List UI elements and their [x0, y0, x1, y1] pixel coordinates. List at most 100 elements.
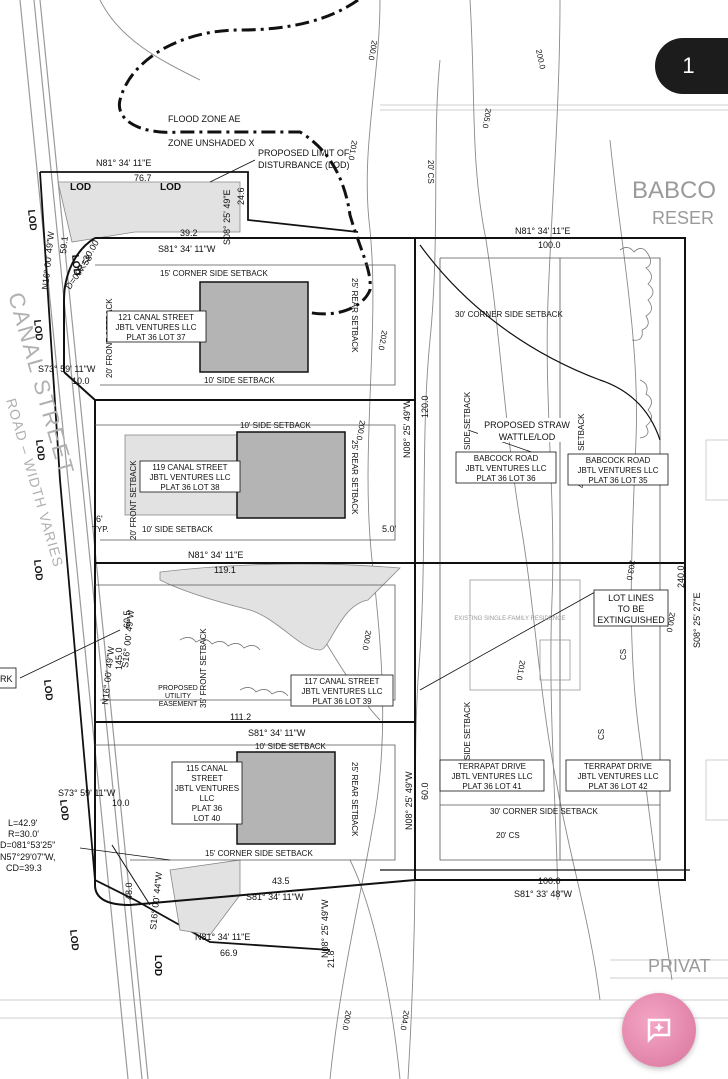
- setback-labels: 15' CORNER SIDE SETBACK 10' SIDE SETBACK…: [105, 269, 598, 858]
- svg-text:JBTL VENTURES LLC: JBTL VENTURES LLC: [451, 772, 532, 781]
- svg-text:JBTL VENTURES LLC: JBTL VENTURES LLC: [465, 464, 546, 473]
- babcock-reserve-label: BABCO: [632, 177, 716, 204]
- existing-dwelling: [469, 579, 581, 691]
- setback-label: 30' CORNER SIDE SETBACK: [490, 807, 598, 816]
- svg-text:PLAT 36 LOT 41: PLAT 36 LOT 41: [462, 782, 522, 791]
- contour-label: CS: [619, 649, 628, 660]
- contour-label: 202.0: [376, 330, 388, 352]
- private-label: PRIVAT: [648, 956, 710, 976]
- contour-label: 20' CS: [426, 160, 435, 184]
- lot-40-corner-curve: [111, 844, 151, 906]
- building-lot-37: [199, 281, 309, 373]
- svg-text:BABCOCK ROAD: BABCOCK ROAD: [474, 454, 539, 463]
- distance: 10.0: [112, 798, 130, 808]
- distance: 145.0: [114, 647, 124, 670]
- svg-text:PLAT 36: PLAT 36: [192, 804, 223, 813]
- svg-text:PLAT 36 LOT 37: PLAT 36 LOT 37: [126, 333, 186, 342]
- limit-of-disturbance-line: [39, 171, 359, 951]
- svg-text:CD=39.3: CD=39.3: [6, 863, 42, 873]
- setback-label: 40' REAR SETBACK: [577, 413, 586, 488]
- distance: 39.2: [180, 228, 198, 238]
- distance: 100.0: [538, 240, 561, 250]
- svg-text:119 CANAL STREET: 119 CANAL STREET: [152, 463, 227, 472]
- floating-action-button[interactable]: [622, 993, 696, 1067]
- svg-text:STREET: STREET: [191, 774, 223, 783]
- lot-info-boxes: 121 CANAL STREET JBTL VENTURES LLC PLAT …: [106, 310, 671, 825]
- bearing: S81° 33' 48"W: [514, 889, 573, 899]
- contour-label: 20' CS: [496, 831, 520, 840]
- building-lot-40: [236, 751, 336, 845]
- distance: TYP.: [92, 525, 109, 534]
- svg-text:UTILITY: UTILITY: [165, 693, 191, 700]
- setback-lines: [95, 257, 661, 861]
- contour-label: 200.0: [340, 1010, 352, 1032]
- distance: 10.0: [72, 376, 90, 386]
- sewer-lines: [380, 244, 690, 871]
- setback-label: SIDE SETBACK: [463, 391, 472, 450]
- svg-text:PLAT 36 LOT 35: PLAT 36 LOT 35: [588, 476, 648, 485]
- setback-label: 15' CORNER SIDE SETBACK: [205, 849, 313, 858]
- distance: 111.2: [230, 712, 251, 722]
- contour-label: 200.0: [360, 630, 372, 652]
- svg-text:JBTL VENTURES LLC: JBTL VENTURES LLC: [301, 687, 382, 696]
- svg-text:TO BE: TO BE: [618, 604, 645, 614]
- bearing: N08° 25' 49"W: [320, 899, 330, 958]
- curve-data: L=42.9' R=30.0' D=081°53'25" N57°29'07"W…: [0, 818, 56, 873]
- lod-label: LOD: [31, 559, 44, 581]
- setback-label: 25' REAR SETBACK: [350, 440, 359, 515]
- lot-42-label: TERRAPAT DRIVE JBTL VENTURES LLC PLAT 36…: [565, 759, 671, 792]
- distance: 21.8: [326, 950, 336, 968]
- contour-lines: [99, 0, 673, 1079]
- lot-36-label: BABCOCK ROAD JBTL VENTURES LLC PLAT 36 L…: [455, 451, 557, 484]
- svg-text:LOT 40: LOT 40: [194, 814, 221, 823]
- setback-label: 35' FRONT SETBACK: [199, 628, 208, 708]
- setback-label: 10' SIDE SETBACK: [255, 742, 327, 751]
- lot-35-label: BABCOCK ROAD JBTL VENTURES LLC PLAT 36 L…: [567, 453, 669, 486]
- page-indicator: 1: [655, 38, 728, 94]
- distance: 59.1: [58, 236, 70, 254]
- lot-40-label: 115 CANAL STREET JBTL VENTURES LLC PLAT …: [171, 761, 243, 825]
- lot-41-label: TERRAPAT DRIVE JBTL VENTURES LLC PLAT 36…: [439, 759, 545, 792]
- svg-text:LLC: LLC: [200, 794, 215, 803]
- contour-label: 204.0: [398, 1010, 410, 1032]
- lot-38-label: 119 CANAL STREET JBTL VENTURES LLC PLAT …: [139, 460, 241, 493]
- contour-label: 201.0: [514, 660, 526, 682]
- setback-label: 25' REAR SETBACK: [350, 278, 359, 353]
- bearing: S08° 25' 27"E: [692, 592, 702, 648]
- lod-label: LOD: [152, 955, 163, 976]
- distance: 43.5: [272, 876, 290, 886]
- lod-label: LOD: [41, 679, 54, 701]
- lod-label: LOD: [33, 439, 46, 461]
- bearing: S81° 34' 11"W: [248, 728, 306, 738]
- setback-label: 10' SIDE SETBACK: [240, 421, 312, 430]
- lod-labels: LOD LOD LOD LOD LOD LOD LOD LOD LOD LOD …: [25, 182, 181, 976]
- babcock-reserve-label-2: RESER: [652, 208, 714, 228]
- contour-labels: 200.0 200.0 205.0 201.0 202.0 200.0 200.…: [340, 40, 676, 1032]
- lod-label: LOD: [67, 929, 80, 951]
- page-number: 1: [682, 53, 695, 78]
- svg-text:PLAT 36 LOT 42: PLAT 36 LOT 42: [588, 782, 648, 791]
- svg-text:JBTL VENTURES LLC: JBTL VENTURES LLC: [149, 473, 230, 482]
- svg-text:PLAT 36 LOT 39: PLAT 36 LOT 39: [312, 697, 372, 706]
- bearing: N08° 25' 49"W: [404, 771, 414, 830]
- bearing: S81° 34' 11"W: [158, 244, 216, 254]
- lod-label: LOD: [57, 799, 70, 821]
- setback-label: 10' SIDE SETBACK: [204, 376, 276, 385]
- plan-notes: PROPOSED STRAW WATTLE/LOD LOT LINES TO B…: [158, 418, 669, 708]
- svg-text:117 CANAL STREET: 117 CANAL STREET: [304, 677, 379, 686]
- distance: 60.5: [122, 610, 132, 628]
- svg-text:BABCOCK ROAD: BABCOCK ROAD: [586, 456, 651, 465]
- svg-text:JBTL VENTURES LLC: JBTL VENTURES LLC: [577, 772, 658, 781]
- rk-tag: RK: [0, 667, 17, 689]
- svg-text:PLAT 36 LOT 38: PLAT 36 LOT 38: [160, 483, 220, 492]
- svg-text:121 CANAL STREET: 121 CANAL STREET: [118, 313, 194, 322]
- lod-note-line-1: PROPOSED LIMIT OF: [258, 148, 350, 158]
- distance: 6': [96, 514, 103, 524]
- contour-label: 200.0: [366, 40, 378, 62]
- lod-label: LOD: [160, 182, 181, 193]
- setback-label: 20' FRONT SETBACK: [129, 460, 138, 540]
- bearing: S08° 25' 49"E: [222, 189, 232, 245]
- bearing: N08° 25' 49"W: [402, 399, 412, 458]
- svg-text:PROPOSED STRAW: PROPOSED STRAW: [484, 420, 570, 430]
